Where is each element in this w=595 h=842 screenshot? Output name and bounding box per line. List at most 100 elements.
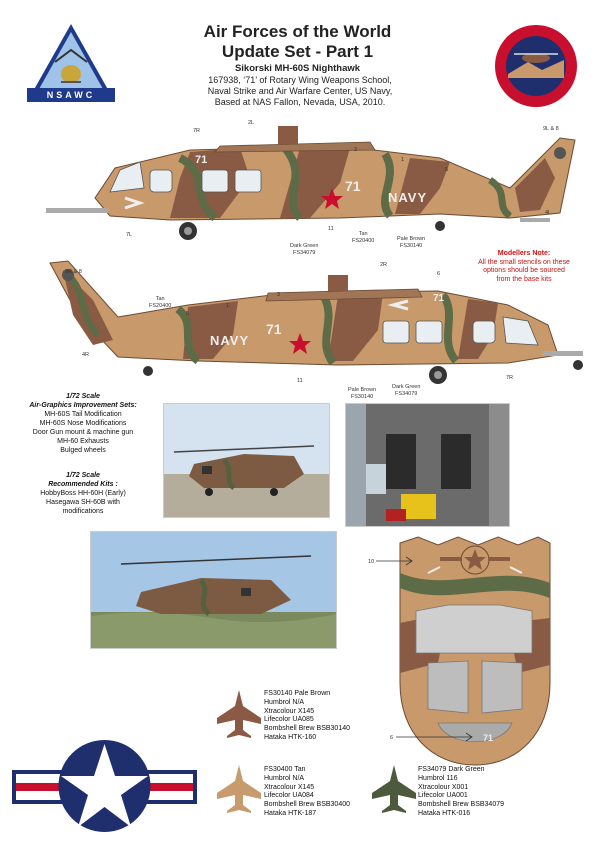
color-callout-dark-green: Dark Green FS34079: [392, 384, 420, 397]
color-callout-label: Dark Green: [290, 243, 319, 249]
paint-ref: Lifecolor UA084: [264, 792, 314, 800]
recommended-kits-block: 1/72 Scale Recommended Kits : HobbyBoss …: [8, 471, 158, 516]
callout-5: 5: [186, 311, 190, 317]
modex-number-rear: 71: [345, 178, 361, 194]
us-national-insignia: [12, 738, 197, 834]
paint-ref: Xtracolour X001: [418, 783, 469, 791]
nsawc-triangle-icon: [27, 24, 115, 102]
nsawc-logo: NSAWC: [25, 22, 117, 104]
modex-number-front: 71: [433, 293, 445, 304]
paint-ref: Bombshell Brew BSB30400: [264, 801, 350, 809]
paint-ref: Humbrol N/A: [264, 774, 305, 782]
modellers-note: Modellers Note: All the small stencils o…: [455, 250, 593, 284]
color-callout-code: FS34079: [293, 249, 316, 256]
helicopter-left-profile-drawing: [46, 126, 576, 240]
set-item: MH-60S Tail Modification: [44, 411, 122, 418]
callout-3: 3: [354, 147, 358, 153]
set-item: Bulged wheels: [60, 447, 106, 454]
note-line: from the base kits: [496, 275, 552, 283]
modex-number: 71: [195, 154, 208, 166]
set-item: MH-60 Exhausts: [57, 438, 109, 445]
color-callout-code: FS20400: [149, 302, 172, 309]
paint-ref: Humbrol 116: [418, 774, 458, 782]
photo-cabin-interior: [345, 403, 510, 527]
plan-view-drawing: [399, 536, 551, 766]
paint-ref-dark-green: FS34079 Dark Green Humbrol 116 Xtracolou…: [418, 766, 504, 819]
color-callout-code: FS20400: [352, 237, 375, 244]
sets-heading: Air-Graphics Improvement Sets:: [29, 402, 137, 409]
nsawc-logo-text: NSAWC: [46, 90, 96, 100]
us-roundel-star-bar-icon: [12, 740, 197, 832]
color-callout-label: Pale Brown: [348, 387, 377, 393]
paint-name: FS30140 Pale Brown: [264, 690, 331, 697]
paint-ref: Lifecolor UA085: [264, 716, 314, 724]
improvement-sets-block: 1/72 Scale Air-Graphics Improvement Sets…: [8, 392, 158, 455]
page-title: Air Forces of the World: [203, 22, 392, 41]
paint-swatch-tan: [213, 763, 265, 815]
paint-ref: Lifecolor UA001: [418, 792, 468, 800]
paint-ref-tan: FS30400 Tan Humbrol N/A Xtracolour X145 …: [264, 766, 350, 819]
swatch-shape: [217, 690, 261, 738]
set-item: MH-60S Nose Modifications: [39, 420, 127, 427]
photo-helicopter-ground: [163, 403, 330, 518]
paint-ref: Xtracolour X145: [264, 707, 315, 715]
jet-silhouette-icon: [217, 765, 261, 813]
navy-marking: NAVY: [388, 190, 428, 205]
paint-ref: Hataka HTK-016: [418, 809, 471, 817]
paint-swatch-pale-brown: [213, 688, 265, 740]
callout-11: 11: [328, 226, 334, 232]
callout-10: 10: [368, 559, 375, 565]
note-line: All the small stencils on these: [478, 258, 570, 266]
description-line: 167938, ‘71’ of Rotary Wing Weapons Scho…: [208, 75, 392, 85]
callout-2r: 2R: [380, 262, 388, 268]
paint-swatch-dark-green: [368, 763, 420, 815]
callout-10-arrow-icon: [376, 556, 413, 566]
jet-silhouette-icon: [372, 765, 416, 813]
paint-ref: Xtracolour X145: [264, 783, 315, 791]
scale-label: 1/72 Scale: [66, 393, 100, 400]
paint-ref: Hataka HTK-160: [264, 733, 317, 741]
kit-item: HobbyBoss HH-60H (Early): [40, 490, 126, 497]
color-callout-label: Tan: [155, 296, 165, 302]
set-item: Door Gun mount & machine gun: [32, 429, 134, 436]
color-callout-tan: Tan FS20400: [352, 231, 374, 244]
callout-3: 3: [277, 292, 281, 298]
aircraft-description: 167938, ‘71’ of Rotary Wing Weapons Scho…: [150, 75, 450, 108]
color-callout-code: FS30140: [350, 393, 374, 400]
note-heading: Modellers Note:: [497, 250, 551, 257]
color-callout-tan: Tan FS20400: [149, 296, 171, 309]
kit-item: modifications: [62, 508, 104, 515]
color-callout-pale-brown: Pale Brown FS30140: [348, 387, 376, 400]
navy-marking: NAVY: [210, 333, 250, 348]
callout-7l: 7L: [126, 232, 133, 238]
paint-name: FS30400 Tan: [264, 766, 306, 773]
squadron-patch-icon: [495, 25, 577, 107]
helicopter-right-profile-drawing: [49, 260, 583, 384]
color-callout-label: Tan: [358, 231, 368, 237]
callout-7r: 7R: [193, 128, 201, 134]
callout-11: 11: [297, 378, 303, 384]
paint-ref: Humbrol N/A: [264, 698, 305, 706]
swatch-shape: [217, 765, 261, 813]
callout-6: 6: [437, 271, 441, 277]
aircraft-subtitle: Sikorski MH-60S Nighthawk: [234, 63, 361, 74]
note-line: options should be sourced: [483, 267, 565, 274]
scale-label: 1/72 Scale: [66, 472, 100, 479]
red-star-icon: [289, 333, 311, 354]
callout-1: 1: [401, 157, 405, 163]
kit-item: Hasegawa SH-60B with: [46, 499, 120, 506]
helicopter-profile-left: 71 71 NAVY: [40, 118, 585, 248]
description-line: Based at NAS Fallon, Nevada, USA, 2010.: [214, 97, 386, 107]
paint-ref: Bombshell Brew BSB34079: [418, 801, 504, 809]
callout-6: 6: [390, 735, 394, 741]
swatch-shape: [372, 765, 416, 813]
color-callout-code: FS34079: [395, 390, 418, 397]
color-callout-dark-green: Dark Green FS34079: [290, 243, 318, 256]
paint-ref: Bombshell Brew BSB30140: [264, 725, 350, 733]
plan-modex: 71: [483, 733, 494, 743]
description-line: Naval Strike and Air Warfare Center, US …: [207, 86, 393, 96]
color-callout-pale-brown: Pale Brown FS30140: [397, 236, 425, 249]
callout-9r8: 9R & 8: [65, 269, 82, 275]
paint-ref-pale-brown: FS30140 Pale Brown Humbrol N/A Xtracolou…: [264, 690, 350, 743]
callout-6-arrow-icon: [396, 732, 473, 742]
